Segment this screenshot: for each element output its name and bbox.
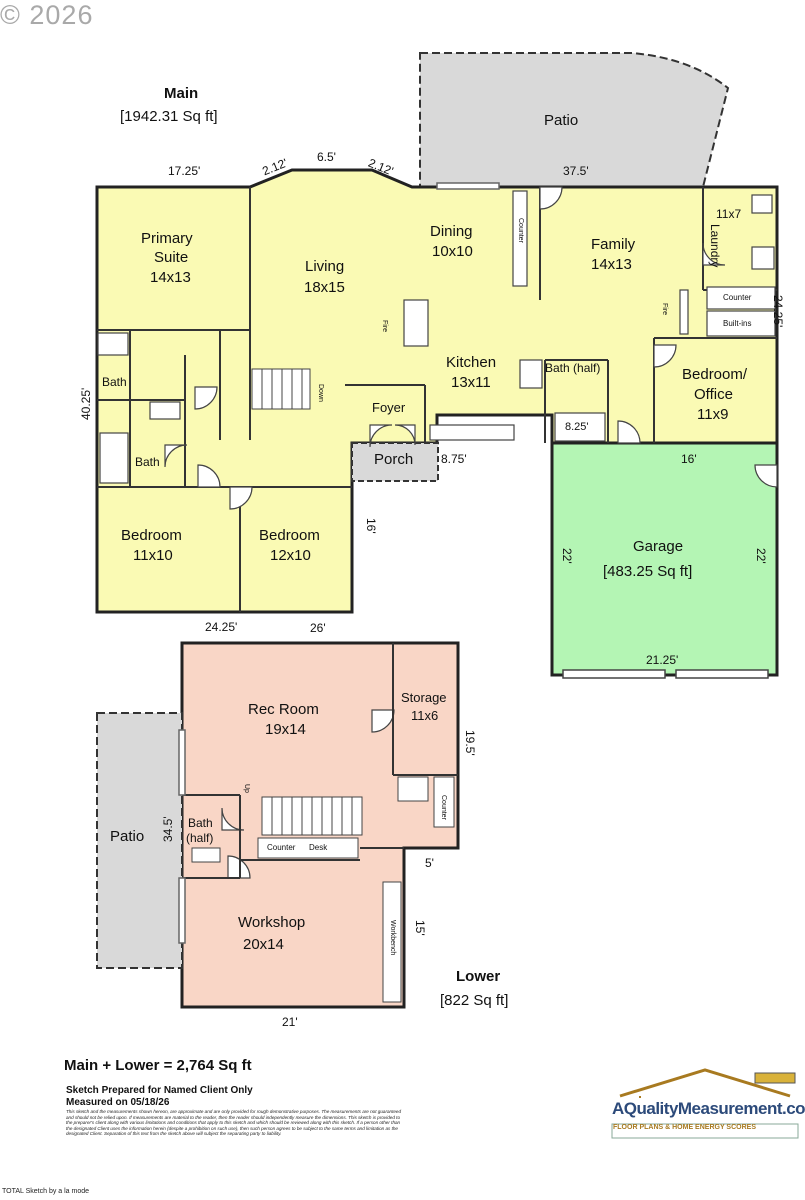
main-floor-area: [1942.31 Sq ft] [120,108,218,125]
room-bedroom-2-size: 12x10 [270,547,311,564]
dim-16-garage: 16' [681,452,697,466]
room-bath-2: Bath [135,455,160,469]
room-bedroom-2: Bedroom [259,527,320,544]
fixture-counter-1: Counter [517,218,524,243]
dim-5: 5' [425,856,434,870]
room-workshop: Workshop [238,914,306,931]
dim-24-25-right: 24.25' [771,295,785,328]
fixture-fire-2: Fire [661,303,668,316]
garage [550,441,779,677]
room-foyer: Foyer [372,400,406,415]
footer-credit: TOTAL Sketch by a la mode [2,1188,90,1195]
room-porch: Porch [374,451,414,468]
fixture-counter-2: Counter [723,293,752,302]
room-dining-size: 10x10 [432,243,473,260]
fixture-desk: Desk [309,843,328,852]
dim-22-right: 22' [754,548,768,564]
dim-6-5: 6.5' [317,150,336,164]
room-workshop-size: 20x14 [243,936,284,953]
prepared-line-2: Measured on 05/18/26 [66,1097,170,1108]
dim-19-5: 19.5' [463,730,477,756]
logo-name: AQualityMeasurement.com [612,1099,805,1118]
prepared-note: Sketch Prepared for Named Client Only Me… [66,1085,253,1109]
dim-8-75: 8.75' [441,452,467,466]
logo-tagline: FLOOR PLANS & HOME ENERGY SCORES [613,1124,756,1131]
room-family-size: 14x13 [591,256,632,273]
dim-26: 26' [310,621,326,635]
dim-21-25: 21.25' [646,653,679,667]
total-area-summary: Main + Lower = 2,764 Sq ft [64,1057,252,1074]
dim-21: 21' [282,1015,298,1029]
room-laundry-size: 11x7 [716,207,742,221]
room-storage: Storage [401,690,447,705]
dim-15: 15' [413,920,427,936]
fixture-workbench: Workbench [389,920,396,956]
dim-24-25-bottom: 24.25' [205,620,238,634]
room-living-size: 18x15 [304,279,345,296]
room-laundry: Laundry [708,224,722,268]
room-rec-room: Rec Room [248,701,319,718]
room-bedroom-1: Bedroom [121,527,182,544]
room-kitchen-size: 13x11 [451,374,491,391]
room-patio-lower: Patio [110,828,145,845]
room-primary-suite-l1: Primary [141,230,193,247]
dim-17-25: 17.25' [168,164,201,178]
room-family: Family [591,236,636,253]
fixture-counter-3: Counter [267,843,296,852]
patio-lower [96,712,183,969]
room-bath-1: Bath [102,375,127,389]
dim-16-side: 16' [364,518,378,534]
fixture-fire-1: Fire [381,320,388,333]
lower-floor-area: [822 Sq ft] [440,992,509,1009]
disclaimer-text: This sketch and the measurements shown h… [66,1109,402,1137]
dim-40-25: 40.25' [79,387,93,420]
fixture-up: Up [243,784,250,793]
porch [351,442,439,482]
room-bedroom-office-l1: Bedroom/ [682,366,748,383]
room-storage-size: 11x6 [411,708,439,723]
lower-floor-title: Lower [456,968,501,985]
main-floor-title: Main [164,85,199,102]
copyright-watermark: © 2026 [0,0,94,30]
room-garage-area: [483.25 Sq ft] [603,563,693,580]
room-garage: Garage [633,538,684,555]
room-primary-suite-l2: Suite [154,249,189,266]
fixture-counter-4: Counter [440,795,447,820]
room-kitchen: Kitchen [446,354,497,371]
room-primary-suite-size: 14x13 [150,269,191,286]
room-bath-lower: Bath [188,816,213,830]
dim-8-25: 8.25' [565,421,589,433]
patio-top [419,52,730,188]
room-living: Living [305,258,345,275]
room-patio-top: Patio [544,112,579,129]
dim-34-5: 34.5' [161,816,175,842]
dim-37-5: 37.5' [563,164,589,178]
prepared-line-1: Sketch Prepared for Named Client Only [66,1085,253,1096]
dim-22-left: 22' [560,548,574,564]
room-dining: Dining [430,223,473,240]
room-rec-room-size: 19x14 [265,721,306,738]
fixture-builtins: Built-ins [723,319,752,328]
house-logo-icon [611,1068,799,1139]
room-bedroom-office-size: 11x9 [697,406,729,423]
room-bedroom-1-size: 11x10 [133,547,173,564]
room-bath-half: Bath (half) [545,361,601,375]
fixture-down: Down [317,384,324,402]
room-bath-lower-half: (half) [186,831,214,845]
room-bedroom-office-l2: Office [694,386,733,403]
